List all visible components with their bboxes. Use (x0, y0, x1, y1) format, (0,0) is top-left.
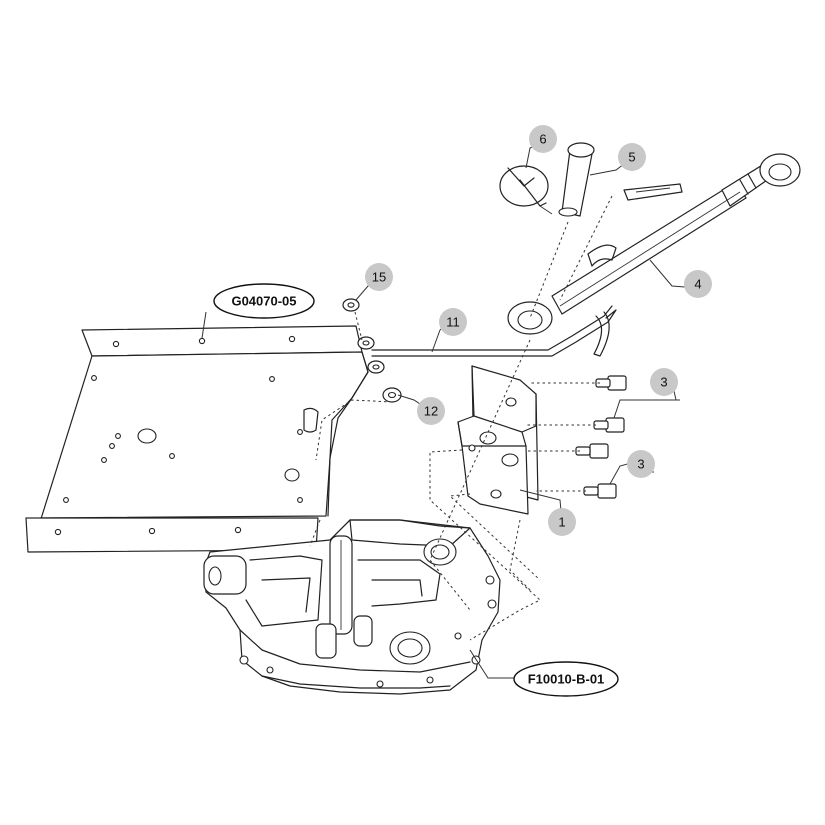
bolt-2 (593, 417, 625, 433)
part-code-pump-label: F10010-B-01 (513, 661, 619, 697)
assembly-lines (309, 195, 613, 641)
mounting-plate (25, 325, 369, 553)
callout-label: 15 (372, 270, 386, 285)
callout-label: 5 (628, 150, 635, 165)
callout-11: 11 (439, 308, 467, 336)
part-code-text: G04070-05 (231, 294, 296, 309)
bolt-4 (583, 483, 617, 499)
bolts-part-3 (575, 375, 627, 499)
callout-3-upper: 3 (650, 368, 678, 396)
callout-12: 12 (417, 397, 445, 425)
hydraulic-pump-body (203, 519, 501, 695)
callout-6: 6 (529, 125, 557, 153)
callout-15: 15 (365, 263, 393, 291)
nut-part-15 (342, 298, 360, 312)
callout-1: 1 (548, 508, 576, 536)
callout-5: 5 (618, 143, 646, 171)
part-code-plate-label: G04070-05 (213, 283, 315, 319)
bolt-1 (595, 375, 627, 391)
callout-label: 3 (660, 375, 667, 390)
callout-3-lower: 3 (627, 450, 655, 478)
callout-4: 4 (684, 270, 712, 298)
top-link-arm-part-4 (507, 153, 801, 335)
pin-part-5 (558, 142, 595, 217)
r-clip (623, 183, 683, 201)
callout-label: 1 (558, 515, 565, 530)
callout-label: 6 (539, 132, 546, 147)
bolt-3 (575, 443, 609, 459)
part-code-text: F10010-B-01 (528, 672, 605, 687)
callout-label: 11 (446, 315, 460, 330)
callout-label: 12 (424, 404, 438, 419)
lynch-pin-part-6 (499, 165, 553, 215)
callout-label: 3 (637, 457, 644, 472)
bracket-part-1 (457, 365, 539, 515)
linkage-rod-part-11 (371, 305, 617, 357)
callout-label: 4 (694, 277, 701, 292)
